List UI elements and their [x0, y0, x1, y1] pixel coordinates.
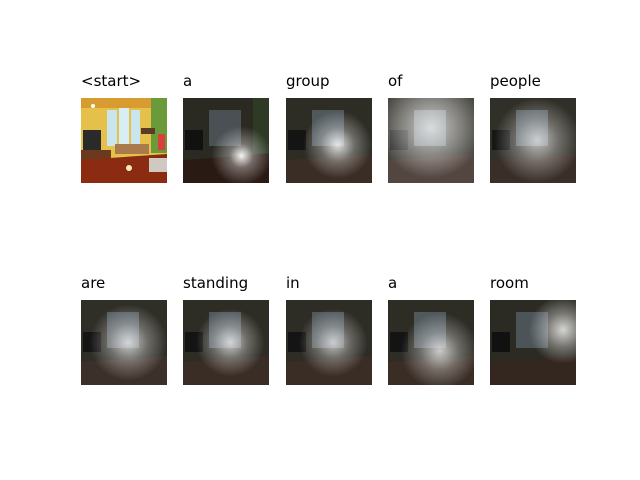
token-label: are	[81, 274, 106, 292]
token-label: a	[183, 72, 193, 90]
attention-map	[388, 98, 474, 183]
token-label: room	[490, 274, 529, 292]
token-label: group	[286, 72, 330, 90]
room-photo	[81, 98, 167, 183]
token-label: <start>	[81, 72, 142, 90]
attention-map	[490, 98, 576, 183]
attention-map	[286, 300, 372, 385]
attention-map	[81, 300, 167, 385]
token-label: in	[286, 274, 300, 292]
token-label: a	[388, 274, 398, 292]
token-label: people	[490, 72, 541, 90]
attention-map	[286, 98, 372, 183]
token-label: of	[388, 72, 403, 90]
attention-map	[388, 300, 474, 385]
token-label: standing	[183, 274, 249, 292]
attention-map	[490, 300, 576, 385]
attention-map	[183, 98, 269, 183]
attention-map	[183, 300, 269, 385]
